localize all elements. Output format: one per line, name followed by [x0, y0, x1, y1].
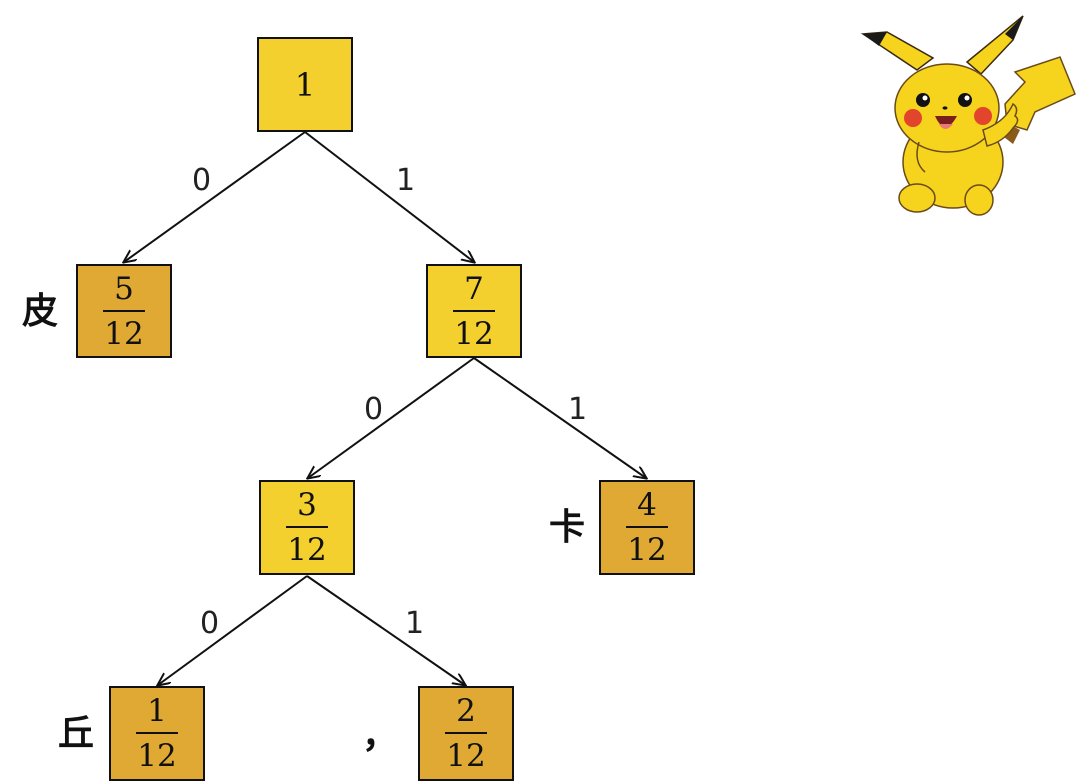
- fraction-denominator: 12: [454, 315, 494, 352]
- fraction-bar: [103, 309, 145, 312]
- fraction-denominator: 12: [287, 532, 327, 568]
- leaf-symbol-qiu: 丘: [58, 713, 95, 754]
- fraction-bar: [626, 526, 668, 528]
- fraction: 3 12: [286, 488, 328, 567]
- edge-label-root-right: 1: [396, 163, 416, 198]
- fraction-bar: [286, 526, 328, 528]
- fraction-numerator: 3: [297, 487, 317, 523]
- edge-label-3-12-left: 0: [200, 606, 220, 641]
- edge-label-7-12-left: 0: [364, 392, 384, 427]
- leaf-node-qiu: 1 12: [109, 686, 205, 781]
- edge-root-to-7-12: [304, 131, 474, 262]
- fraction-bar: [453, 309, 495, 312]
- fraction-denominator: 12: [627, 532, 667, 568]
- internal-node-7-12: 7 12: [426, 264, 522, 358]
- edge-label-3-12-right: 1: [405, 606, 425, 641]
- fraction-numerator: 5: [114, 270, 134, 307]
- fraction-denominator: 12: [104, 315, 144, 352]
- leaf-symbol-ka: 卡: [549, 507, 586, 548]
- fraction-denominator: 12: [137, 738, 177, 774]
- pikachu-illustration-icon: [860, 15, 1076, 216]
- leaf-symbol-comma: ，: [362, 715, 399, 756]
- fraction: 2 12: [445, 694, 487, 773]
- fraction-bar: [445, 732, 487, 734]
- edge-label-7-12-right: 1: [568, 392, 588, 427]
- fraction-bar: [136, 732, 178, 734]
- edge-3-12-to-comma: [306, 575, 465, 685]
- edge-3-12-to-qiu: [158, 575, 308, 685]
- internal-node-3-12: 3 12: [259, 480, 355, 575]
- edge-7-12-to-3-12: [308, 357, 475, 478]
- leaf-symbol-pi: 皮: [22, 291, 59, 332]
- fraction: 4 12: [626, 488, 668, 567]
- leaf-node-comma: 2 12: [418, 686, 514, 781]
- edge-7-12-to-ka: [473, 357, 646, 478]
- fraction: 7 12: [453, 272, 495, 351]
- leaf-node-ka: 4 12: [599, 480, 695, 575]
- leaf-node-pi: 5 12: [76, 264, 172, 358]
- edge-root-to-pi: [124, 131, 306, 262]
- fraction-numerator: 7: [464, 270, 484, 307]
- fraction: 1 12: [136, 694, 178, 773]
- edge-label-root-left: 0: [192, 163, 212, 198]
- fraction-numerator: 1: [147, 693, 167, 729]
- fraction-numerator: 4: [637, 487, 657, 523]
- root-value: 1: [294, 65, 316, 104]
- fraction: 5 12: [103, 272, 145, 351]
- fraction-denominator: 12: [446, 738, 486, 774]
- root-node: 1: [257, 37, 353, 132]
- fraction-numerator: 2: [456, 693, 476, 729]
